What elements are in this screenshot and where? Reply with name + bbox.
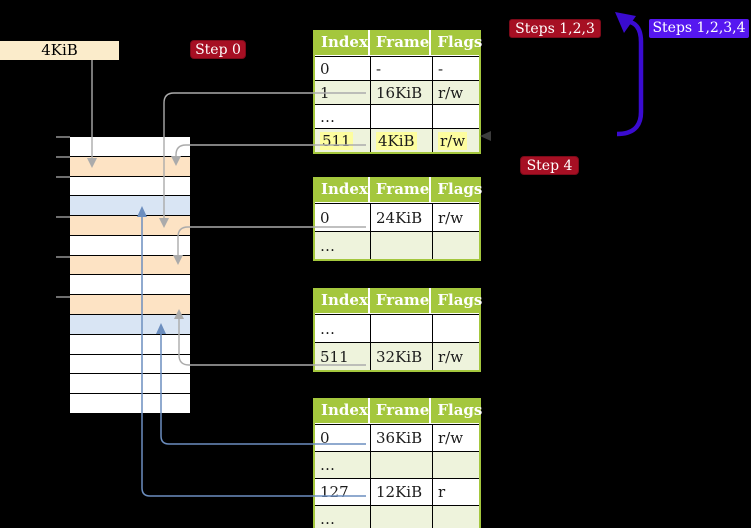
column-header: Flags xyxy=(429,30,482,55)
column-header: Flags xyxy=(429,177,482,202)
table-row: … xyxy=(315,314,479,342)
table-row: … xyxy=(315,451,479,478)
highlighted-value: r/w xyxy=(438,131,468,150)
memory-frame-row xyxy=(70,235,190,255)
table-row: 0 24KiB r/w xyxy=(315,203,479,231)
arrow-up-left-icon xyxy=(615,12,636,33)
column-header: Flags xyxy=(429,398,482,423)
table-row: … xyxy=(315,505,479,528)
step-0-badge: Step 0 xyxy=(190,40,246,59)
column-header: Index xyxy=(321,291,368,309)
table-row: 511 32KiB r/w xyxy=(315,342,479,370)
step-4-badge: Step 4 xyxy=(520,156,579,175)
steps-1-2-3-badge: Steps 1,2,3 xyxy=(509,19,601,38)
memory-frame-row xyxy=(70,156,190,176)
memory-frame-row xyxy=(70,315,190,334)
column-header: Flags xyxy=(429,288,482,313)
table-row: … xyxy=(315,231,479,259)
memory-frame-row xyxy=(70,394,190,413)
table-row: 1 16KiB r/w xyxy=(315,80,479,104)
memory-frame-row xyxy=(70,354,190,374)
memory-frame-row xyxy=(70,216,190,235)
recursive-loop-arrow xyxy=(616,19,644,137)
arrow-left-icon xyxy=(480,131,491,141)
memory-tick xyxy=(56,156,70,158)
memory-tick xyxy=(56,136,70,138)
table-header-row: Index Frame Flags xyxy=(315,288,482,314)
column-header: Index xyxy=(321,33,368,51)
table-row: 0 - - xyxy=(315,56,479,80)
memory-frame-row xyxy=(70,334,190,354)
page-table-level2: Index Frame Flags … 511 32KiB r/w xyxy=(313,288,482,372)
memory-tick xyxy=(56,176,70,178)
table-header-row: Index Frame Flags xyxy=(315,398,482,424)
memory-tick xyxy=(56,256,70,258)
frame-address-label: 4KiB xyxy=(0,41,119,60)
column-header: Frame xyxy=(367,177,429,202)
page-table-level4: Index Frame Flags 0 - - 1 16KiB r/w … 51… xyxy=(313,30,482,154)
memory-frame-row xyxy=(70,374,190,394)
physical-memory-strip xyxy=(70,137,190,413)
table-header-row: Index Frame Flags xyxy=(315,30,482,56)
memory-tick xyxy=(56,296,70,298)
memory-frame-row xyxy=(70,196,190,216)
table-row: 0 36KiB r/w xyxy=(315,424,479,451)
memory-frame-row xyxy=(70,255,190,275)
memory-tick xyxy=(56,216,70,218)
table-row-recursive-entry: 511 4KiB r/w xyxy=(315,128,479,152)
table-row: … xyxy=(315,104,479,128)
highlighted-value: 511 xyxy=(320,131,353,150)
column-header: Frame xyxy=(367,30,429,55)
highlighted-value: 4KiB xyxy=(376,131,417,150)
column-header: Frame xyxy=(367,288,429,313)
steps-1-2-3-4-badge: Steps 1,2,3,4 xyxy=(649,19,749,38)
table-row: 127 12KiB r xyxy=(315,478,479,505)
column-header: Frame xyxy=(367,398,429,423)
column-header: Index xyxy=(321,180,368,198)
memory-frame-row xyxy=(70,176,190,196)
memory-frame-row xyxy=(70,275,190,295)
memory-frame-row xyxy=(70,295,190,315)
column-header: Index xyxy=(321,401,368,419)
page-table-level1: Index Frame Flags 0 36KiB r/w … 127 12Ki… xyxy=(313,398,482,528)
memory-frame-row xyxy=(70,137,190,156)
table-header-row: Index Frame Flags xyxy=(315,177,482,203)
page-table-level3: Index Frame Flags 0 24KiB r/w … xyxy=(313,177,482,261)
